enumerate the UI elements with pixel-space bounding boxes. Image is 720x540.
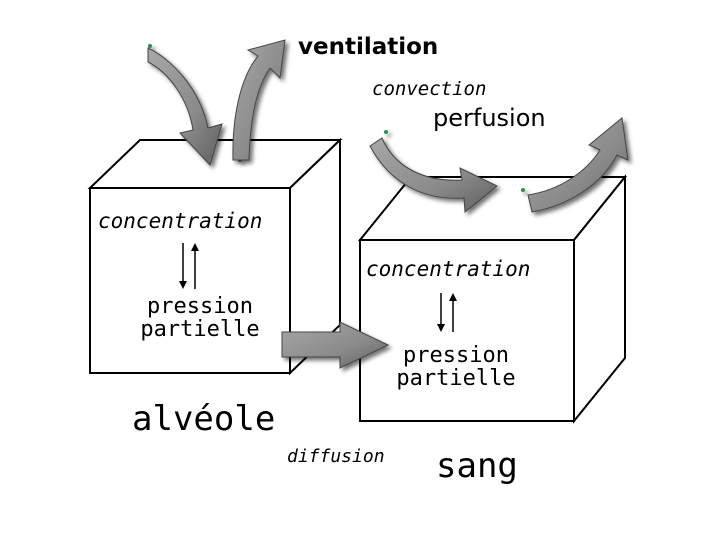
convection-label: convection bbox=[372, 80, 486, 99]
perfusion-label: perfusion bbox=[433, 106, 546, 130]
alveolus-label: alvéole bbox=[132, 402, 275, 436]
alveolus-partial-pressure-label: pression partielle bbox=[140, 295, 260, 341]
blood-pressure-line1: pression bbox=[396, 344, 516, 367]
arrow-accent-dot bbox=[521, 188, 525, 192]
diffusion-label: diffusion bbox=[287, 448, 385, 466]
ventilation-label: ventilation bbox=[298, 36, 438, 59]
blood-pressure-line2: partielle bbox=[396, 367, 516, 390]
blood-label: sang bbox=[436, 449, 518, 483]
arrow-accent-dot bbox=[148, 44, 152, 48]
alveolus-pressure-line1: pression bbox=[140, 295, 260, 318]
alveolus-pressure-line2: partielle bbox=[140, 318, 260, 341]
blood-partial-pressure-label: pression partielle bbox=[396, 344, 516, 390]
blood-concentration-label: concentration bbox=[366, 259, 530, 280]
alveolus-concentration-label: concentration bbox=[98, 211, 262, 232]
arrow-accent-dot bbox=[384, 130, 388, 134]
